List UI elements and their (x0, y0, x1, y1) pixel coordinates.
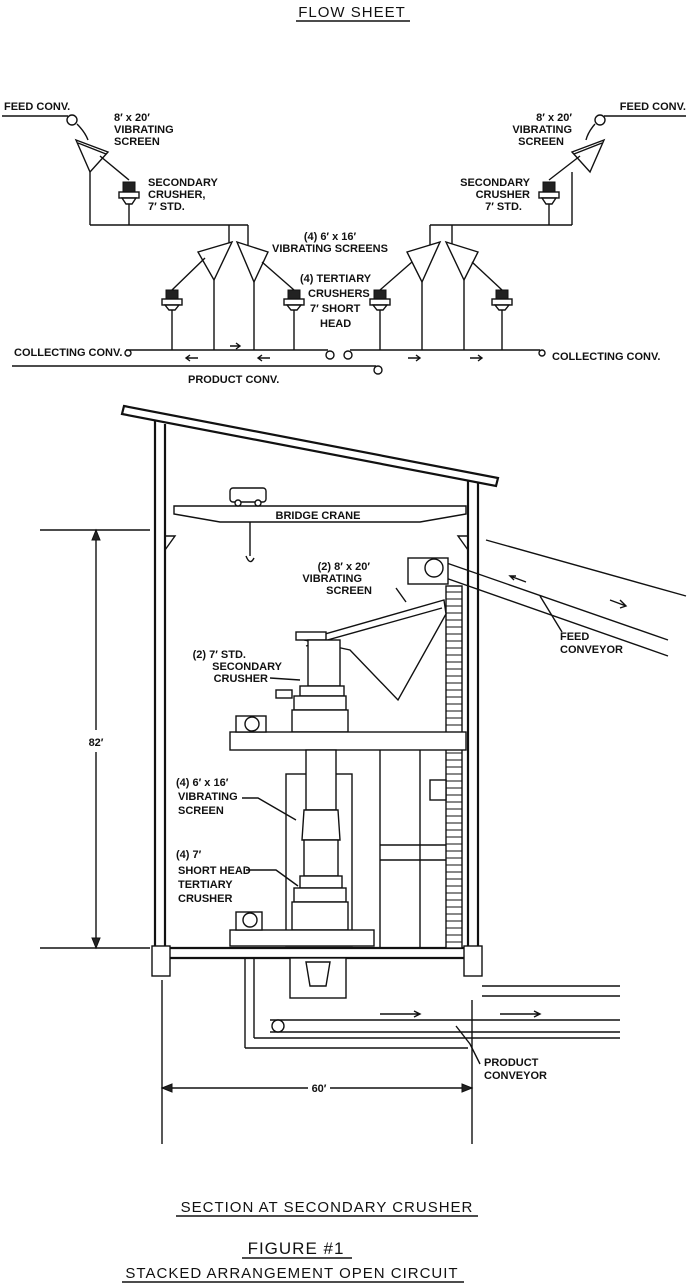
feed-conv-left-label: FEED CONV. (4, 101, 70, 113)
svg-text:SECONDARY: SECONDARY (212, 661, 283, 673)
svg-text:8′ x 20′: 8′ x 20′ (114, 112, 150, 124)
svg-text:VIBRATING: VIBRATING (512, 124, 572, 136)
bridge-crane: BRIDGE CRANE (173, 487, 467, 563)
figure-caption: FIGURE #1 (248, 1239, 345, 1258)
svg-text:(4) 6′ x 16′: (4) 6′ x 16′ (176, 777, 229, 789)
svg-text:7′ STD.: 7′ STD. (148, 201, 185, 213)
width-dimension: 60′ (160, 980, 474, 1144)
svg-text:(2) 8′ x 20′: (2) 8′ x 20′ (318, 561, 371, 573)
svg-text:82′: 82′ (89, 737, 104, 749)
svg-text:SECONDARY: SECONDARY (460, 177, 531, 189)
svg-text:COLLECTING CONV.: COLLECTING CONV. (14, 347, 122, 359)
four-tertiary-crushers: (4) TERTIARY CRUSHERS 7′ SHORT HEAD (161, 273, 513, 330)
svg-text:COLLECTING CONV.: COLLECTING CONV. (552, 351, 660, 363)
svg-text:CONVEYOR: CONVEYOR (560, 644, 623, 656)
svg-text:(4) TERTIARY: (4) TERTIARY (300, 273, 372, 285)
svg-text:SCREEN: SCREEN (326, 585, 372, 597)
collecting-conveyors: COLLECTING CONV. COLLECTING CONV. (14, 342, 660, 363)
upper-floor (229, 715, 467, 948)
product-conveyor-section: PRODUCT CONVEYOR (455, 1025, 547, 1082)
product-conveyor-flow: PRODUCT CONV. (12, 365, 383, 386)
svg-text:(4) 7′: (4) 7′ (176, 849, 202, 861)
svg-text:SECONDARY: SECONDARY (148, 177, 219, 189)
svg-text:SCREEN: SCREEN (178, 805, 224, 817)
left-vibrating-screen: 8′ x 20′ VIBRATING SCREEN (74, 112, 174, 174)
svg-text:SCREEN: SCREEN (518, 136, 564, 148)
svg-text:(4) 6′ x 16′: (4) 6′ x 16′ (304, 231, 357, 243)
svg-text:60′: 60′ (312, 1083, 327, 1095)
svg-text:CONVEYOR: CONVEYOR (484, 1070, 547, 1082)
svg-text:7′ STD.: 7′ STD. (485, 201, 522, 213)
svg-text:VIBRATING SCREENS: VIBRATING SCREENS (272, 243, 388, 255)
feed-conv-right-label: FEED CONV. (620, 101, 686, 113)
lower-labels: (4) 6′ x 16′ VIBRATING SCREEN (4) 7′ SHO… (176, 777, 299, 905)
right-vibrating-screen: 8′ x 20′ VIBRATING SCREEN (512, 112, 606, 174)
svg-text:PRODUCT: PRODUCT (484, 1057, 539, 1069)
svg-text:HEAD: HEAD (320, 318, 351, 330)
left-feed-conveyor: FEED CONV. (2, 101, 89, 141)
ladder (445, 585, 463, 949)
svg-text:SCREEN: SCREEN (114, 136, 160, 148)
svg-text:PRODUCT CONV.: PRODUCT CONV. (188, 374, 279, 386)
svg-text:CRUSHER: CRUSHER (178, 893, 232, 905)
svg-text:CRUSHER: CRUSHER (214, 673, 268, 685)
svg-text:CRUSHER,: CRUSHER, (148, 189, 205, 201)
left-secondary-crusher: SECONDARY CRUSHER, 7′ STD. (118, 177, 219, 213)
svg-text:SHORT HEAD: SHORT HEAD (178, 865, 251, 877)
right-feed-conveyor: FEED CONV. (585, 101, 686, 141)
building-section (120, 404, 620, 1049)
svg-text:BRIDGE CRANE: BRIDGE CRANE (276, 510, 361, 522)
svg-text:7′ SHORT: 7′ SHORT (310, 303, 361, 315)
arrangement-caption: STACKED ARRANGEMENT OPEN CIRCUIT (125, 1265, 458, 1282)
svg-text:VIBRATING: VIBRATING (302, 573, 362, 585)
lower-crusher-stack (229, 749, 375, 947)
flow-sheet-title: FLOW SHEET (298, 4, 406, 21)
svg-text:VIBRATING: VIBRATING (178, 791, 238, 803)
secondary-crusher-section: (2) 7′ STD. SECONDARY CRUSHER (193, 631, 349, 733)
section-caption: SECTION AT SECONDARY CRUSHER (181, 1199, 474, 1216)
four-vibrating-screens: (4) 6′ x 16′ VIBRATING SCREENS (196, 231, 479, 284)
svg-text:FEED: FEED (560, 631, 589, 643)
height-dimension: 82′ (40, 528, 150, 950)
svg-text:TERTIARY: TERTIARY (178, 879, 233, 891)
upper-vibrating-screen: (2) 8′ x 20′ VIBRATING SCREEN (302, 561, 447, 702)
svg-text:CRUSHER: CRUSHER (476, 189, 530, 201)
svg-text:(2) 7′ STD.: (2) 7′ STD. (193, 649, 246, 661)
right-secondary-crusher: SECONDARY CRUSHER 7′ STD. (460, 177, 560, 213)
svg-text:VIBRATING: VIBRATING (114, 124, 174, 136)
svg-text:CRUSHERS: CRUSHERS (308, 288, 370, 300)
feed-conveyor-section: FEED CONVEYOR (407, 539, 687, 657)
svg-text:8′ x 20′: 8′ x 20′ (536, 112, 572, 124)
